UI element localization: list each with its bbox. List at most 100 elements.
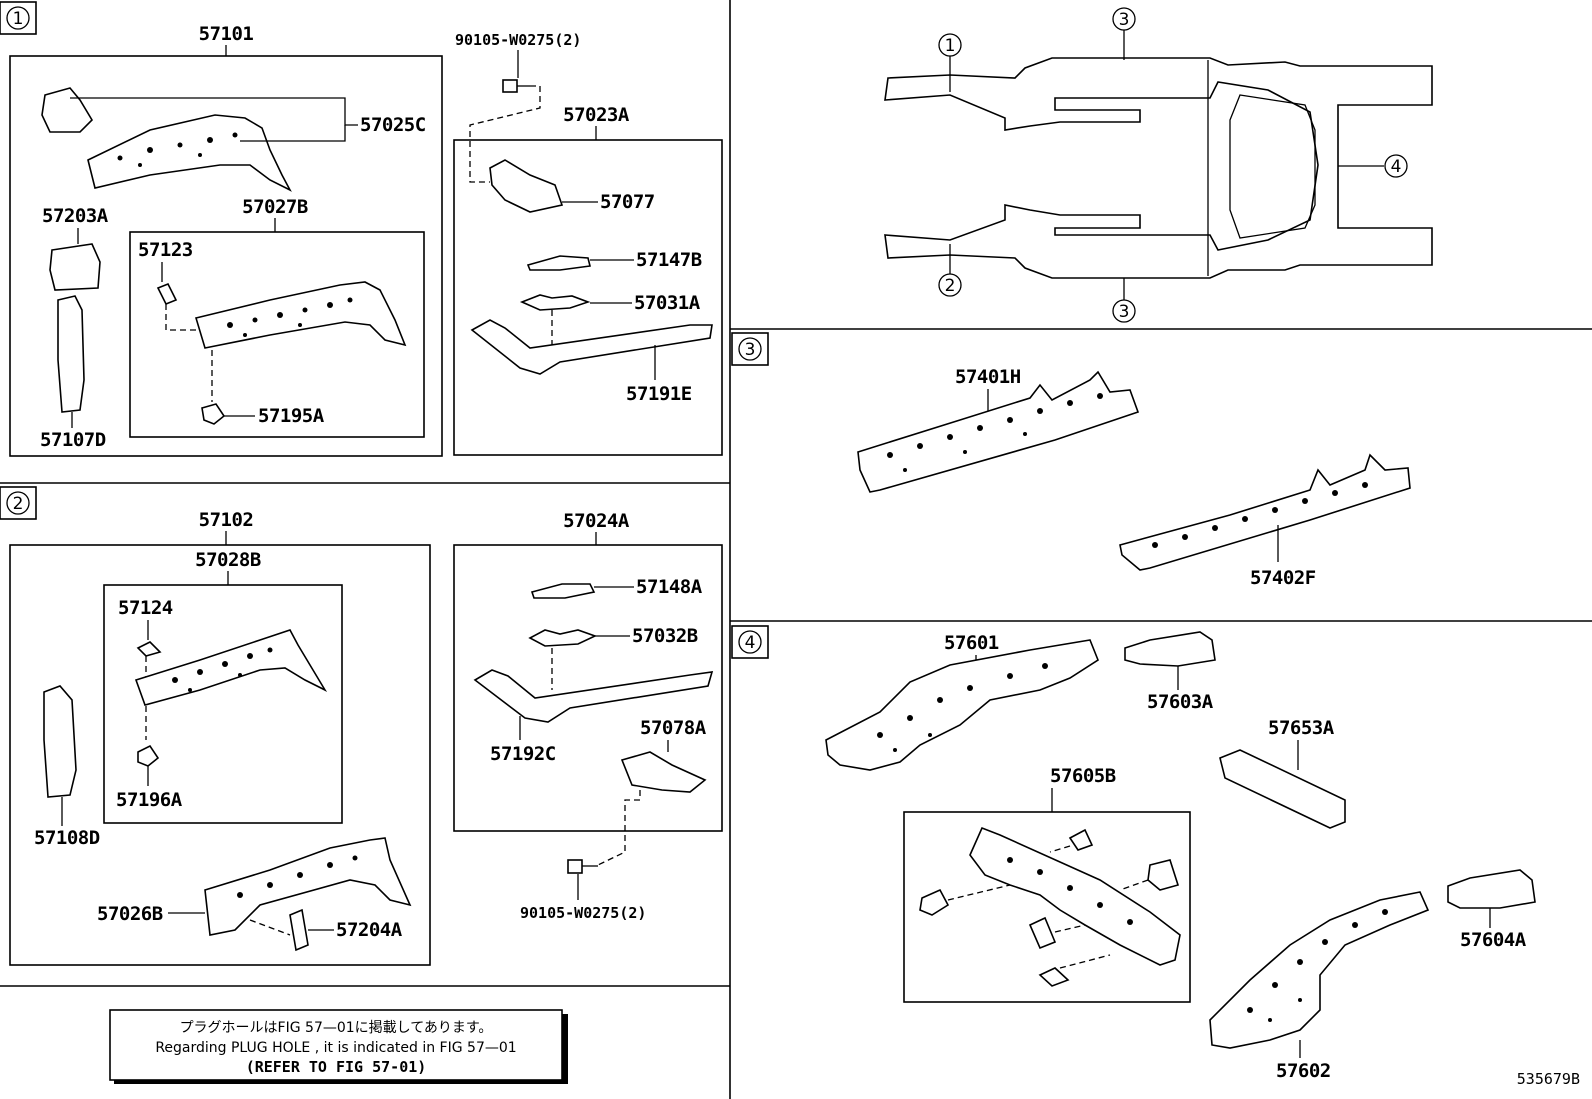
label-57107D: 57107D	[40, 429, 106, 451]
box-57023A	[453, 139, 723, 456]
label-90105-bottom: 90105-W0275(2)	[520, 904, 646, 922]
note-japanese: プラグホールはFIG 57—01に掲載してあります。	[180, 1020, 493, 1036]
part-57605B-bracket-1	[1068, 828, 1094, 851]
label-57604A: 57604A	[1460, 929, 1527, 951]
label-57027B: 57027B	[242, 196, 308, 218]
label-57108D: 57108D	[34, 827, 100, 849]
box-57027B	[129, 231, 425, 438]
label-57196A: 57196A	[116, 789, 183, 811]
overview-callout-1: 1	[938, 33, 962, 92]
part-57605B	[969, 826, 1181, 966]
part-57031A	[519, 294, 591, 311]
svg-text:2: 2	[945, 276, 956, 296]
note-box: プラグホールはFIG 57—01に掲載してあります。 Regarding PLU…	[109, 1009, 568, 1084]
label-57123: 57123	[138, 239, 193, 261]
part-57026B	[204, 837, 412, 936]
part-57108D	[43, 685, 77, 798]
svg-text:1: 1	[13, 9, 24, 29]
label-57023A: 57023A	[563, 104, 630, 126]
overview-callout-2: 2	[938, 244, 962, 297]
label-90105-top: 90105-W0275(2)	[455, 31, 581, 49]
section-tag-1: 1	[0, 1, 37, 35]
section-tag-3: 3	[731, 332, 769, 366]
part-57191E	[470, 319, 713, 375]
part-57603A	[1124, 631, 1216, 667]
svg-text:3: 3	[745, 340, 756, 360]
note-refer: (REFER TO FIG 57-01)	[246, 1058, 427, 1076]
box-57028B	[103, 584, 343, 824]
svg-text:4: 4	[745, 633, 756, 653]
svg-text:1: 1	[945, 36, 956, 56]
section-tag-2: 2	[0, 486, 37, 520]
label-57024A: 57024A	[563, 510, 630, 532]
part-57604A	[1447, 869, 1536, 909]
label-57605B: 57605B	[1050, 765, 1116, 787]
part-57653A	[1219, 749, 1346, 829]
bolt-90105-bottom	[567, 859, 598, 874]
label-57401H: 57401H	[955, 366, 1021, 388]
label-57203A: 57203A	[42, 205, 109, 227]
box-57102	[9, 544, 431, 966]
part-57203A	[49, 243, 101, 291]
part-57032B	[528, 629, 598, 647]
part-57147B	[526, 255, 591, 271]
part-57605B-bracket-2	[1147, 859, 1180, 891]
part-57027B	[194, 281, 407, 349]
part-57605B-bracket-5	[1038, 967, 1070, 987]
label-57602: 57602	[1276, 1060, 1331, 1082]
label-57031A: 57031A	[634, 292, 701, 314]
section-tag-4: 4	[731, 625, 769, 659]
label-57601: 57601	[944, 632, 999, 654]
label-57101: 57101	[199, 23, 254, 45]
label-57078A: 57078A	[640, 717, 707, 739]
part-57605B-bracket-3	[919, 888, 950, 916]
part-57078A	[620, 751, 707, 793]
part-57028B	[134, 629, 328, 706]
svg-text:4: 4	[1391, 157, 1402, 177]
overview-callout-3-top: 3	[1112, 7, 1136, 60]
figure-id: 535679B	[1517, 1070, 1580, 1088]
label-57102: 57102	[199, 509, 254, 531]
svg-text:3: 3	[1119, 302, 1130, 322]
part-57025C	[41, 87, 292, 192]
label-57124: 57124	[118, 597, 173, 619]
part-57124	[136, 641, 162, 657]
bolt-90105-top	[502, 79, 530, 93]
overview-callout-3-bottom: 3	[1112, 278, 1136, 323]
part-57605B-bracket-4	[1028, 916, 1057, 950]
svg-text:2: 2	[13, 494, 24, 514]
part-57204A	[289, 908, 309, 952]
part-57402F	[1119, 453, 1411, 571]
label-57603A: 57603A	[1147, 691, 1214, 713]
label-57192C: 57192C	[490, 743, 556, 765]
box-57024A	[453, 544, 723, 832]
part-57601	[825, 639, 1099, 771]
label-57026B: 57026B	[97, 903, 163, 925]
label-57025C: 57025C	[360, 114, 426, 136]
label-57653A: 57653A	[1268, 717, 1335, 739]
label-57195A: 57195A	[258, 405, 325, 427]
box-57605B	[903, 811, 1191, 1003]
frame-overview	[884, 57, 1433, 279]
part-57192C	[473, 669, 714, 723]
part-57196A	[137, 744, 160, 767]
overview-callout-4: 4	[1338, 154, 1408, 178]
part-57107D	[57, 295, 85, 413]
part-57195A	[201, 403, 226, 425]
box-57101	[9, 55, 443, 457]
label-57204A: 57204A	[336, 919, 403, 941]
part-57077	[489, 159, 564, 213]
label-57402F: 57402F	[1250, 567, 1316, 589]
svg-text:3: 3	[1119, 10, 1130, 30]
label-57148A: 57148A	[636, 576, 703, 598]
label-57147B: 57147B	[636, 249, 702, 271]
note-english: Regarding PLUG HOLE , it is indicated in…	[155, 1040, 516, 1056]
part-57401H	[857, 370, 1140, 493]
part-57602	[1209, 891, 1430, 1049]
part-57123	[156, 282, 178, 306]
label-57032B: 57032B	[632, 625, 698, 647]
part-57148A	[530, 583, 596, 599]
label-57028B: 57028B	[195, 549, 261, 571]
label-57191E: 57191E	[626, 383, 692, 405]
